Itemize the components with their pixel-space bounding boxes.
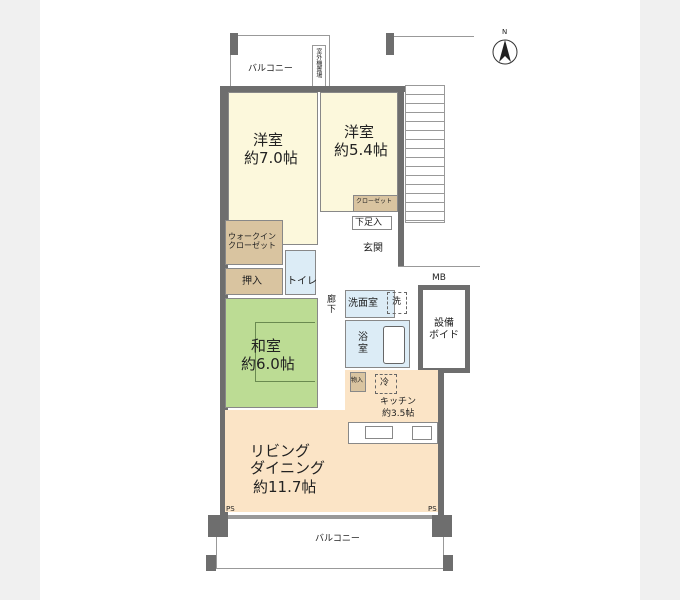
north-label: N bbox=[502, 28, 508, 36]
entrance-label: 玄関 bbox=[363, 243, 383, 254]
ps-left-label: PS bbox=[226, 505, 235, 513]
japanese-room bbox=[225, 298, 318, 408]
mb-label: MB bbox=[432, 273, 446, 283]
wall bbox=[206, 555, 216, 571]
mb-line bbox=[398, 266, 480, 267]
western-room-2-name: 洋室 bbox=[344, 123, 375, 141]
wall bbox=[386, 33, 394, 55]
living-name: リビング ダイニング bbox=[250, 442, 326, 478]
oshiire bbox=[225, 268, 283, 295]
outer-wall bbox=[208, 515, 228, 537]
living-size: 約11.7帖 bbox=[253, 478, 317, 496]
oshiire-label: 押入 bbox=[242, 276, 262, 287]
fridge-label: 冷 bbox=[380, 378, 390, 388]
wall bbox=[230, 33, 238, 55]
washer-label: 洗 bbox=[392, 297, 402, 307]
washroom bbox=[345, 290, 395, 318]
balcony-top-label: バルコニー bbox=[248, 64, 293, 74]
top-balcony bbox=[230, 35, 330, 90]
kitchen-size: 約3.5帖 bbox=[382, 409, 415, 419]
outer-wall bbox=[438, 370, 444, 516]
bathroom-label: 浴 室 bbox=[358, 332, 368, 355]
western-room-1-name: 洋室 bbox=[253, 131, 284, 149]
outer-wall bbox=[432, 515, 452, 537]
outer-wall bbox=[220, 86, 405, 92]
sink-icon bbox=[365, 426, 393, 439]
north-arrow-icon: N bbox=[490, 28, 520, 68]
fridge-space bbox=[375, 374, 397, 394]
bathtub-icon bbox=[383, 326, 405, 364]
equipment-void bbox=[418, 285, 470, 373]
bottom-balcony bbox=[216, 537, 444, 569]
washer-space bbox=[387, 292, 407, 314]
walk-in-closet-label: ウォークイン クローゼット bbox=[228, 232, 276, 251]
toilet-label: トイレ bbox=[287, 276, 317, 287]
western-room-1 bbox=[228, 92, 318, 245]
shoe-storage-label: 下足入 bbox=[355, 218, 383, 228]
hall-label: 廊 下 bbox=[327, 295, 337, 316]
storage-label: 物入 bbox=[351, 377, 364, 384]
kitchen-name: キッチン bbox=[380, 397, 417, 407]
toilet bbox=[285, 250, 316, 295]
storage bbox=[350, 372, 366, 392]
rail bbox=[394, 36, 474, 37]
japanese-room-name: 和室 bbox=[251, 337, 282, 355]
window bbox=[228, 515, 432, 519]
wall bbox=[443, 555, 453, 571]
outer-wall bbox=[398, 86, 404, 266]
stairs bbox=[405, 85, 445, 223]
japanese-room-size: 約6.0帖 bbox=[241, 355, 295, 373]
western-room-2-size: 約5.4帖 bbox=[334, 141, 388, 159]
equipment-void-label: 設備 ボイド bbox=[429, 318, 459, 341]
western-room-2 bbox=[320, 92, 398, 212]
stove-icon bbox=[412, 426, 432, 440]
shoe-storage bbox=[352, 216, 392, 230]
walk-in-closet bbox=[225, 220, 283, 265]
closet-label: クローゼット bbox=[356, 198, 393, 205]
ac-space-label: 室外機置場 bbox=[314, 48, 322, 78]
western-room-1-size: 約7.0帖 bbox=[244, 149, 298, 167]
washroom-label: 洗面室 bbox=[348, 298, 378, 309]
closet bbox=[353, 195, 398, 212]
balcony-bottom-label: バルコニー bbox=[315, 534, 360, 544]
ps-right-label: PS bbox=[428, 505, 437, 513]
tatami-lines bbox=[255, 322, 315, 382]
outer-wall bbox=[220, 86, 228, 516]
